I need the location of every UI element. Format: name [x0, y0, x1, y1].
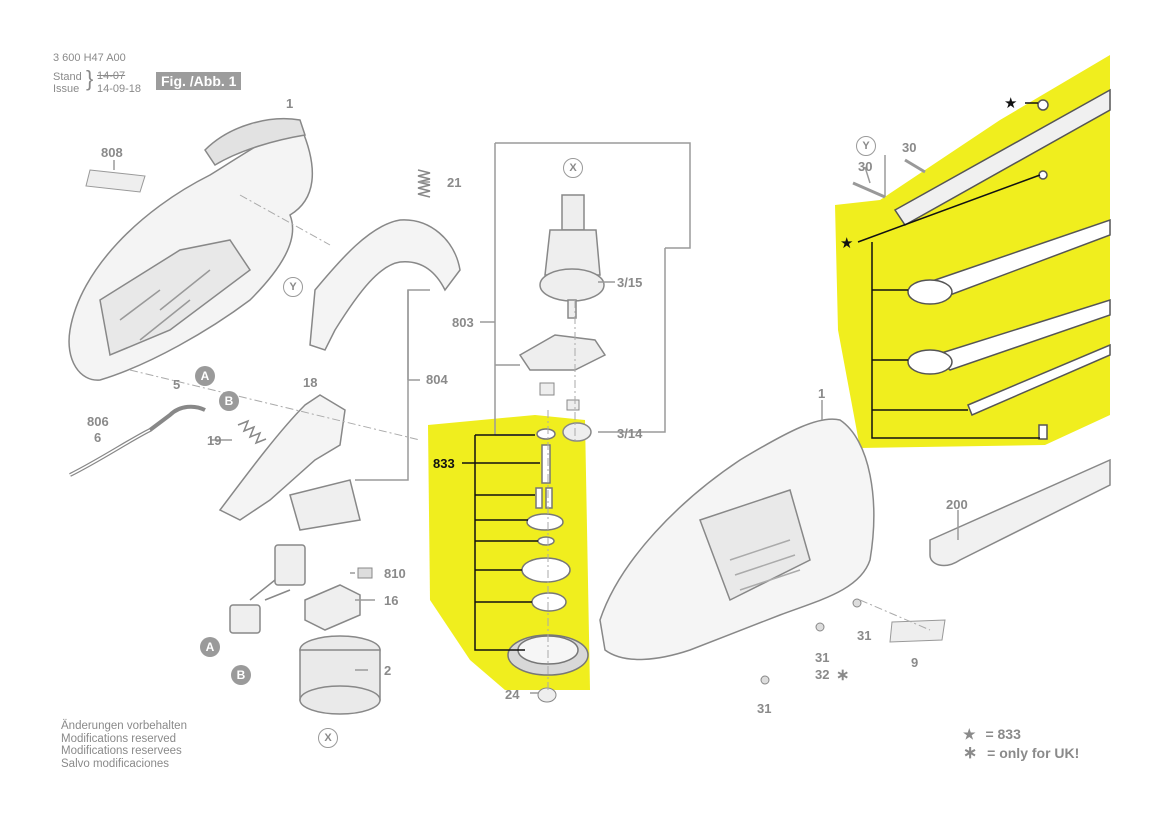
asterisk-mark: ∗ [836, 667, 850, 684]
label-part-806: 806 [87, 414, 109, 429]
washer-small [539, 382, 555, 396]
note-line: Änderungen vorbehalten [61, 720, 187, 732]
label-part-32: 32 [815, 667, 830, 682]
note-line: Modifications reserved [61, 732, 177, 745]
label-part-9: 9 [911, 655, 919, 670]
plate-808 [85, 169, 146, 193]
label-part-3-15: 3/15 [617, 275, 643, 290]
label-part-30-a: 30 [902, 140, 917, 155]
label-part-16: 16 [384, 593, 399, 608]
legend-star-symbol: ★ [963, 726, 976, 742]
label-part-803: 803 [452, 315, 474, 330]
callout-y-right: Y [856, 136, 876, 156]
star-mark-top: ★ [1004, 95, 1018, 112]
label-part-24: 24 [505, 687, 520, 702]
label-part-5: 5 [173, 377, 181, 392]
brace: } [86, 66, 94, 91]
switch-assembly [229, 479, 361, 634]
part-810 [357, 567, 373, 579]
spring-19 [237, 419, 267, 445]
label-part-31-c: 31 [757, 701, 772, 716]
legend-asterisk-symbol: ∗ [963, 743, 978, 762]
callout-b-bottom: B [231, 665, 251, 685]
note-line: Modifications reservees [61, 745, 182, 757]
label-part-3-14: 3/14 [617, 426, 643, 441]
issue-date: 14-09-18 [97, 83, 142, 95]
highlight-blade-area [835, 55, 1110, 448]
leader-lines-833 [462, 434, 540, 651]
label-part-31-b: 31 [815, 650, 830, 665]
trigger-18 [218, 394, 346, 521]
legend-star-row: ★ = 833 [963, 726, 1021, 743]
housing-right [599, 418, 875, 661]
callout-b-top: B [219, 391, 239, 411]
leader-lines [113, 142, 959, 694]
bushing-24 [537, 687, 557, 703]
part-16 [304, 584, 361, 631]
label-part-19: 19 [207, 433, 222, 448]
label-part-810: 810 [384, 566, 406, 581]
plate-9 [889, 619, 946, 643]
callout-x-top: X [563, 158, 583, 178]
armature [539, 194, 605, 319]
label-part-31-a: 31 [857, 628, 872, 643]
spring-21 [417, 169, 431, 198]
figure-label: Fig. /Abb. 1 [156, 72, 242, 90]
label-part-804: 804 [426, 372, 448, 387]
note-line: Salvo modificaciones [61, 757, 170, 770]
label-part-2: 2 [384, 663, 392, 678]
axis-lines [129, 194, 931, 690]
blade-assembly [893, 88, 1111, 440]
issue-label: Issue [53, 83, 80, 95]
callout-a-bottom: A [200, 637, 220, 657]
label-part-200: 200 [946, 497, 968, 512]
bearing-3-14 [562, 422, 592, 442]
screws [760, 598, 862, 685]
callout-x-bottom: X [318, 728, 338, 748]
label-part-833: 833 [433, 456, 455, 471]
label-part-1-left: 1 [286, 96, 294, 111]
legend-star-text: = 833 [985, 726, 1021, 742]
pins-30 [852, 158, 926, 199]
label-part-30-b: 30 [858, 159, 873, 174]
handle-guard [309, 219, 461, 351]
label-part-6: 6 [94, 430, 102, 445]
stator-2 [299, 635, 381, 715]
notes-block: Änderungen vorbehalten Modifications res… [61, 720, 187, 770]
housing-left [68, 118, 313, 381]
label-part-808: 808 [101, 145, 123, 160]
stand-date: 14-07 [97, 70, 126, 82]
label-part-21: 21 [447, 175, 462, 190]
star-mark-left: ★ [840, 235, 854, 252]
leader-lines-blade [857, 102, 1041, 439]
sleeve [566, 399, 580, 411]
label-part-18: 18 [303, 375, 318, 390]
legend-asterisk-row: ∗ = only for UK! [963, 743, 1079, 763]
document-number: 3 600 H47 A00 [53, 52, 126, 64]
stand-label: Stand [53, 71, 82, 83]
callout-a-top: A [195, 366, 215, 386]
callout-y-left: Y [283, 277, 303, 297]
label-part-1-right: 1 [818, 386, 826, 401]
legend-asterisk-text: = only for UK! [987, 745, 1080, 761]
bracket-803 [518, 334, 607, 371]
blade-guard-200 [929, 458, 1111, 567]
